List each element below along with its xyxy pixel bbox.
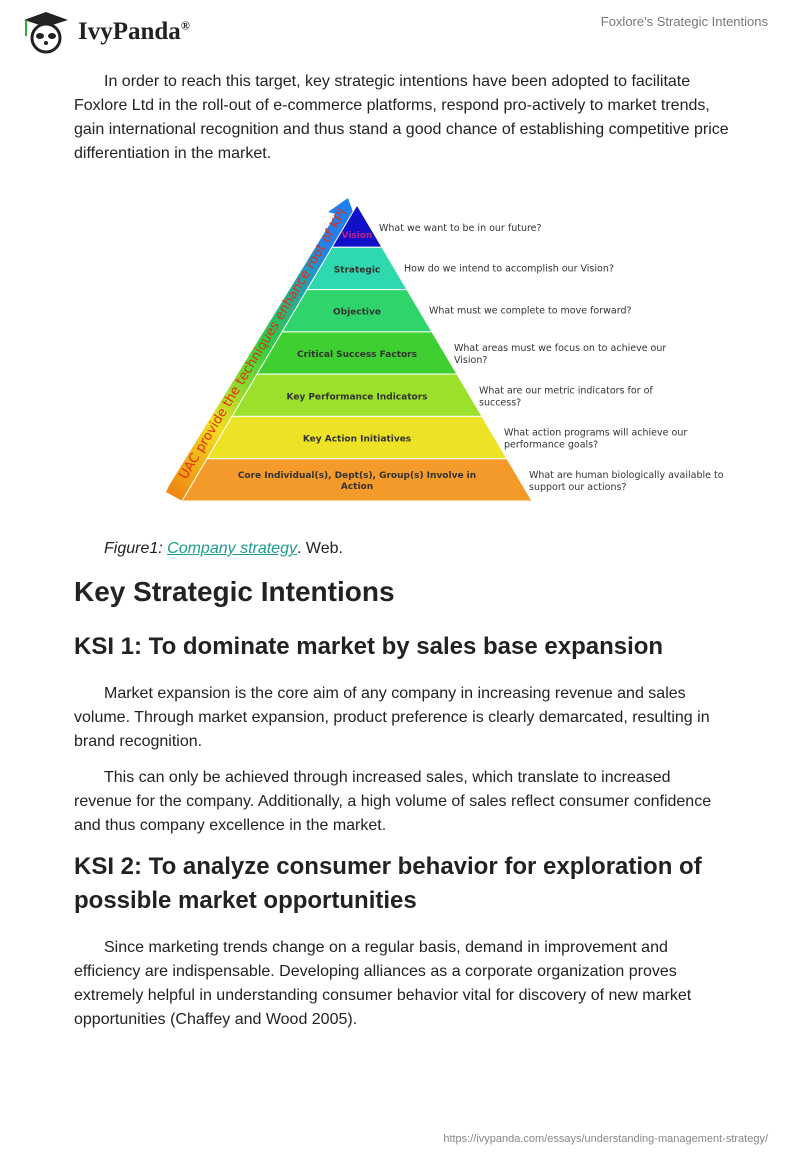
arrow-band — [166, 198, 358, 502]
strategy-pyramid-figure: UAC provide the techniques enhance root … — [74, 190, 730, 530]
document-title: Foxlore's Strategic Intentions — [600, 14, 768, 29]
ksi1-paragraph-1: Market expansion is the core aim of any … — [74, 685, 710, 750]
pyramid-layer-question: How do we intend to accomplish our Visio… — [404, 263, 614, 274]
pyramid-layer — [181, 458, 533, 502]
footer-url: https://ivypanda.com/essays/understandin… — [443, 1133, 768, 1145]
pyramid-layer-label: Key Action Initiatives — [303, 435, 411, 445]
intro-paragraph: In order to reach this target, key strat… — [74, 73, 729, 162]
article: In order to reach this target, key strat… — [74, 70, 730, 1044]
pyramid-layer-question: What are human biologically available to… — [529, 470, 724, 493]
pyramid-diagram: UAC provide the techniques enhance root … — [166, 198, 724, 502]
logo[interactable]: IvyPanda® — [20, 10, 190, 54]
header: IvyPanda® Foxlore's Strategic Intentions — [0, 0, 800, 60]
figure-caption: Figure1: Company strategy. Web. — [104, 540, 343, 557]
pyramid-layer-label: Strategic — [334, 265, 381, 275]
pyramid-layer-label: Core Individual(s), Dept(s), Group(s) In… — [238, 471, 476, 492]
pyramid-layer-label: Key Performance Indicators — [287, 392, 428, 402]
ksi2-heading: KSI 2: To analyze consumer behavior for … — [74, 853, 702, 914]
pyramid-layer-question: What areas must we focus on to achieve o… — [454, 343, 666, 366]
ksi1-paragraph-2: This can only be achieved through increa… — [74, 769, 712, 834]
pyramid-layer-label: Objective — [333, 308, 381, 318]
caption-link[interactable]: Company strategy — [167, 540, 297, 557]
section-heading: Key Strategic Intentions — [74, 576, 395, 607]
panda-logo-icon — [24, 12, 68, 54]
pyramid-layer-question: What we want to be in our future? — [379, 223, 542, 234]
pyramid-layer-label: Critical Success Factors — [297, 350, 417, 360]
ksi2-paragraph-1: Since marketing trends change on a regul… — [74, 939, 692, 1028]
pyramid-layer-question: What must we complete to move forward? — [429, 306, 632, 317]
ksi1-heading: KSI 1: To dominate market by sales base … — [74, 633, 664, 660]
pyramid-layer-label: Vision — [342, 231, 373, 241]
logo-text: IvyPanda® — [78, 18, 190, 45]
